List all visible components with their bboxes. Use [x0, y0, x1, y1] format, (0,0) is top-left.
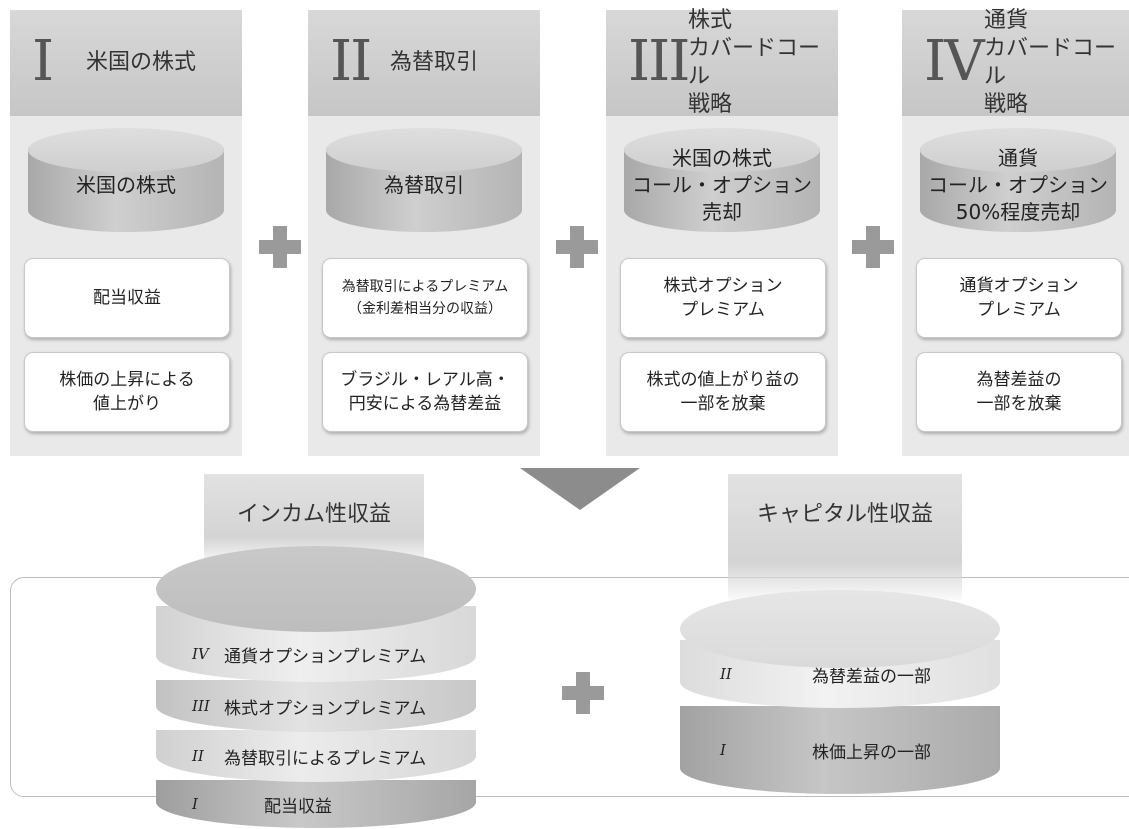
- column-1-box-1: 配当収益: [24, 258, 230, 338]
- capital-layer-1: I 株価上昇の一部: [680, 706, 1000, 794]
- column-4-box-1: 通貨オプション プレミアム: [916, 258, 1122, 338]
- income-layer-3-numeral: III: [192, 697, 210, 715]
- plus-icon: [562, 672, 604, 714]
- column-3: III 株式 カバードコール 戦略 米国の株式 コール・オプション 売却 株式オ…: [606, 8, 838, 456]
- column-2-box-2: ブラジル・レアル高・ 円安による為替差益: [322, 352, 528, 432]
- capital-layer-1-label: 株価上昇の一部: [812, 742, 931, 763]
- column-1: I 米国の株式 米国の株式 配当収益 株価の上昇による 値上がり: [10, 10, 242, 456]
- income-stack-top: [156, 546, 476, 632]
- capital-title: キャピタル性収益: [756, 502, 933, 527]
- column-2-drum: 為替取引: [326, 128, 522, 236]
- down-arrow-icon: [520, 468, 640, 510]
- column-1-box-2: 株価の上昇による 値上がり: [24, 352, 230, 432]
- column-4-drum: 通貨 コール・オプション 50%程度売却: [920, 128, 1116, 236]
- column-3-numeral: III: [628, 29, 690, 94]
- column-1-header: I 米国の株式: [10, 10, 242, 116]
- income-layer-2-numeral: II: [192, 747, 204, 765]
- column-3-drum: 米国の株式 コール・オプション 売却: [624, 128, 820, 236]
- column-1-title: 米国の株式: [86, 50, 197, 75]
- income-layer-4-numeral: IV: [192, 645, 209, 663]
- column-3-box-1: 株式オプション プレミアム: [620, 258, 826, 338]
- capital-layer-2-numeral: II: [720, 665, 732, 683]
- column-3-title: 株式 カバードコール 戦略: [688, 8, 821, 117]
- capital-layer-2-label: 為替差益の一部: [812, 666, 931, 687]
- income-title: インカム性収益: [236, 502, 391, 527]
- income-layer-3: III 株式オプションプレミアム: [156, 680, 476, 732]
- column-1-drum: 米国の株式: [28, 128, 224, 236]
- column-4: IV 通貨 カバードコール 戦略 通貨 コール・オプション 50%程度売却 通貨…: [902, 8, 1129, 456]
- income-layer-3-label: 株式オプションプレミアム: [224, 698, 427, 719]
- income-layer-1-label: 配当収益: [264, 796, 332, 817]
- column-1-drum-label: 米国の株式: [76, 172, 176, 197]
- column-2-numeral: II: [330, 29, 372, 94]
- income-layer-4-label: 通貨オプションプレミアム: [224, 646, 427, 667]
- column-2-header: II 為替取引: [308, 10, 540, 116]
- column-1-numeral: I: [32, 29, 54, 94]
- column-3-drum-label: 米国の株式 コール・オプション 売却: [632, 145, 812, 224]
- capital-tab: キャピタル性収益: [728, 474, 962, 600]
- column-3-box-2: 株式の値上がり益の 一部を放棄: [620, 352, 826, 432]
- column-4-drum-label: 通貨 コール・オプション 50%程度売却: [928, 145, 1108, 224]
- capital-layer-1-numeral: I: [720, 741, 726, 759]
- column-2: II 為替取引 為替取引 為替取引によるプレミアム （金利差相当分の収益） ブラ…: [308, 10, 540, 456]
- income-layer-2-label: 為替取引によるプレミアム: [224, 748, 427, 769]
- income-layer-1-numeral: I: [192, 795, 198, 813]
- plus-icon: [259, 226, 301, 268]
- plus-icon: [556, 226, 598, 268]
- capital-stack-top: [680, 590, 1000, 668]
- column-4-numeral: IV: [924, 29, 985, 94]
- column-4-header: IV 通貨 カバードコール 戦略: [902, 8, 1129, 117]
- column-3-header: III 株式 カバードコール 戦略: [606, 8, 838, 117]
- income-layer-2: II 為替取引によるプレミアム: [156, 730, 476, 782]
- column-2-drum-label: 為替取引: [384, 172, 464, 197]
- column-2-box-1: 為替取引によるプレミアム （金利差相当分の収益）: [322, 258, 528, 338]
- plus-icon: [852, 226, 894, 268]
- income-layer-1: I 配当収益: [156, 780, 476, 828]
- column-2-title: 為替取引: [390, 50, 479, 75]
- column-4-title: 通貨 カバードコール 戦略: [984, 8, 1117, 117]
- column-4-box-2: 為替差益の 一部を放棄: [916, 352, 1122, 432]
